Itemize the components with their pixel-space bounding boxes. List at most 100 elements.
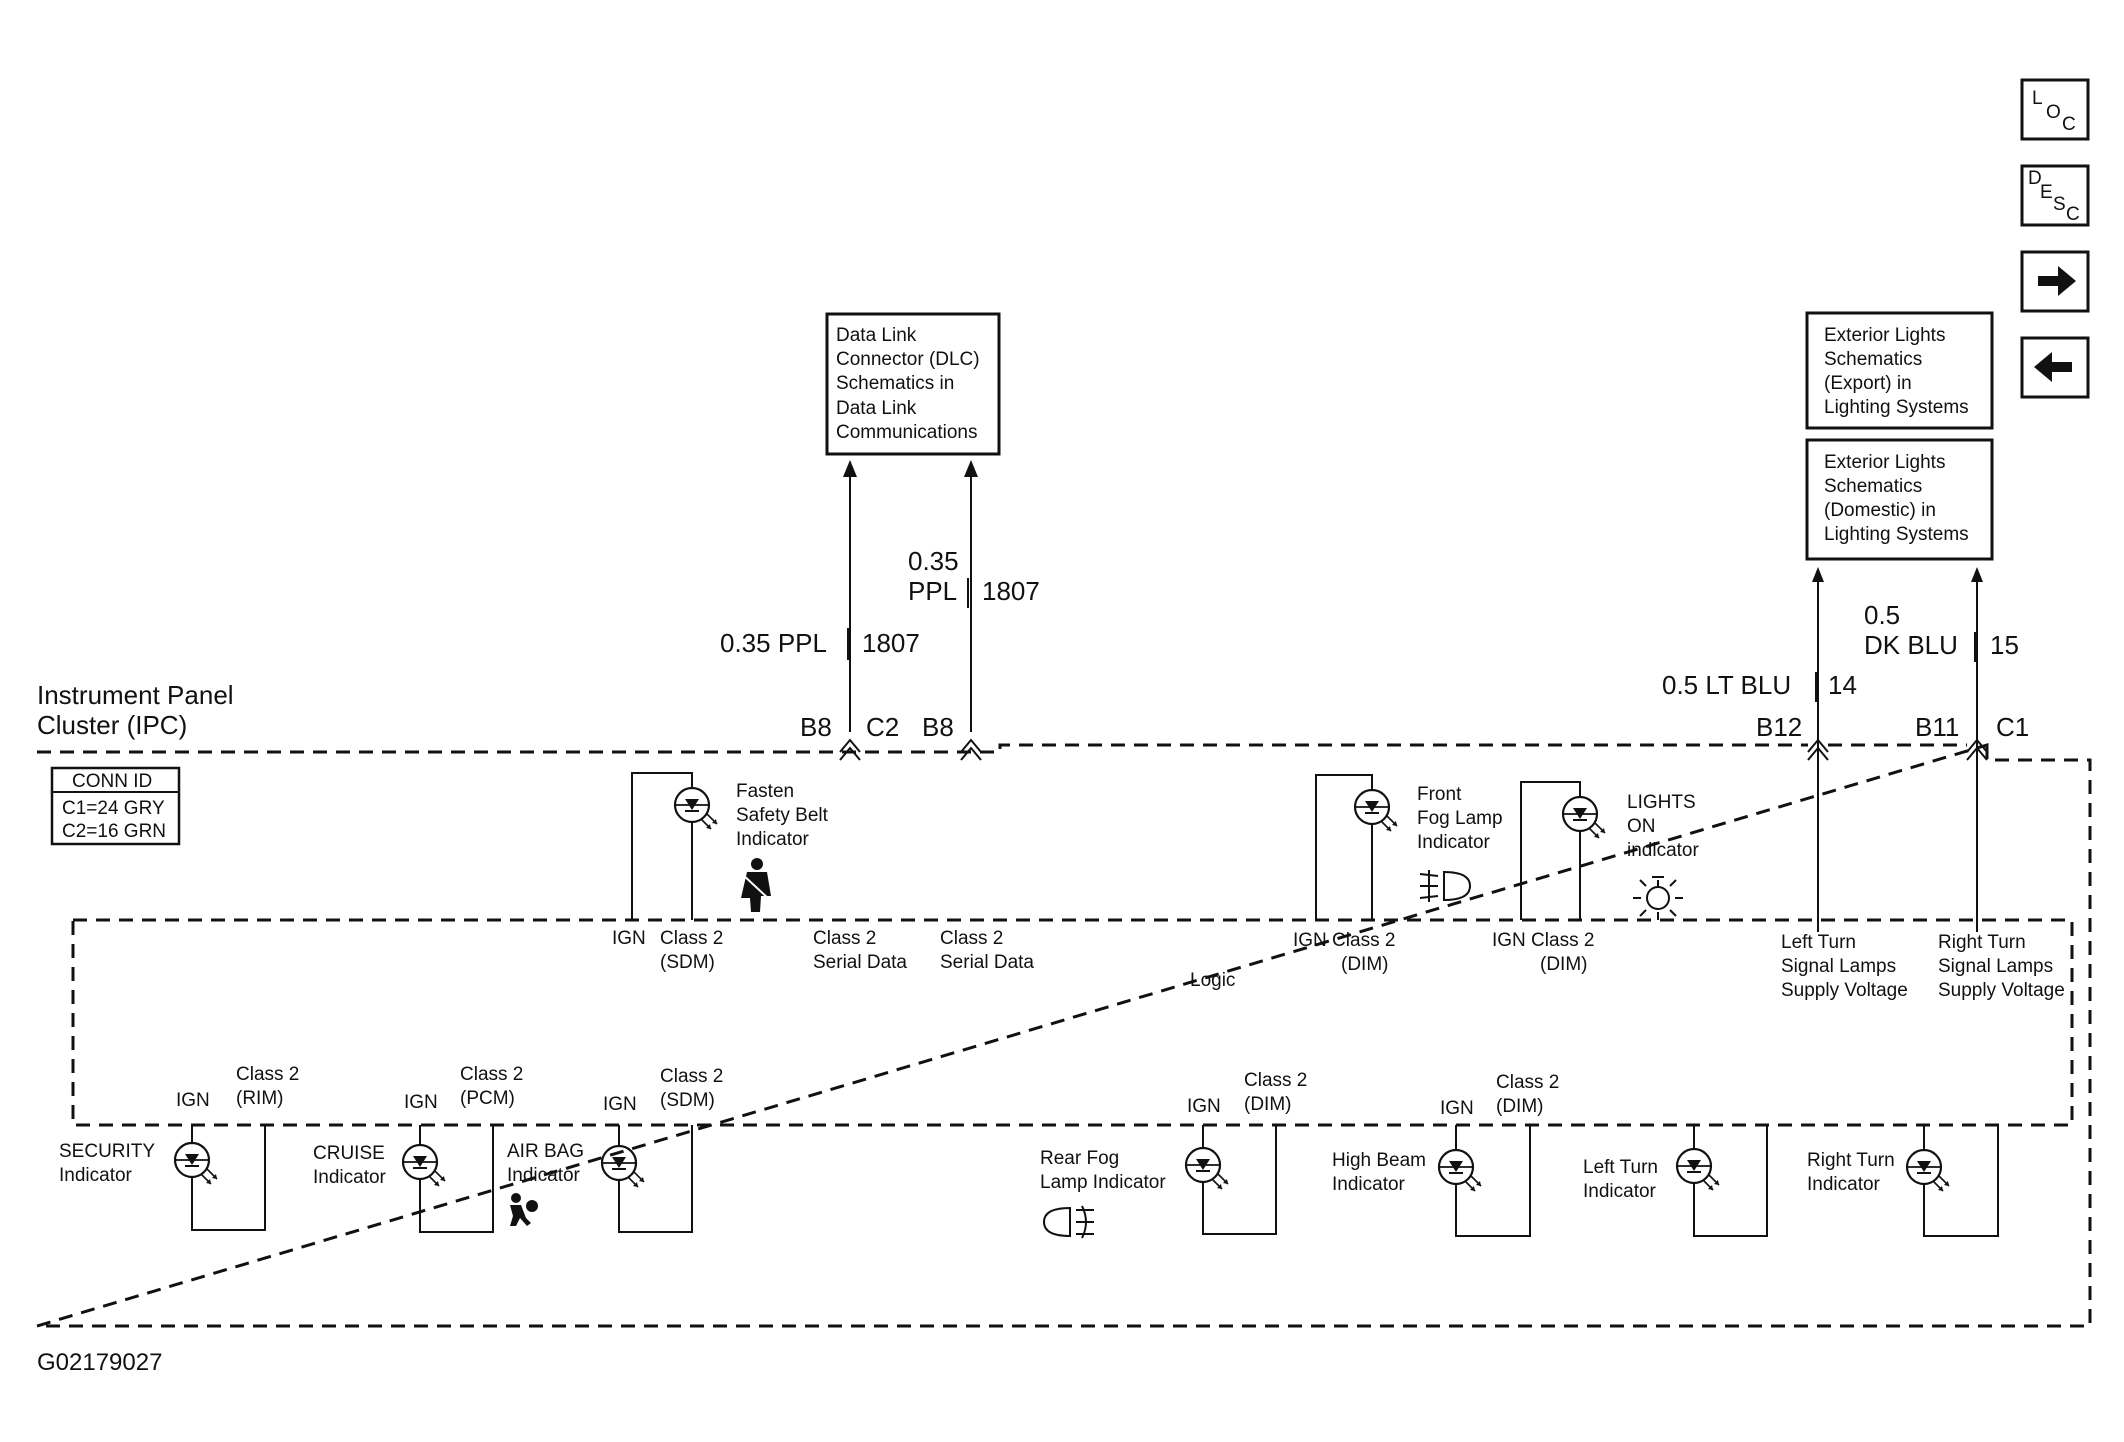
wire-2-gauge-bottom: PPL [908,576,957,606]
loc-letter-2: O [2046,102,2061,123]
dlc-line-2: Connector (DLC) [836,349,980,370]
lower-sdm-1: Class 2 [660,1066,723,1087]
lower-dim2-2: (DIM) [1496,1096,1543,1117]
lights-on-indicator-circuit [1520,781,1581,920]
logic-class2-sdm-2: (SDM) [660,952,715,973]
airbag-label-2: Indicator [507,1165,581,1186]
lower-pcm-2: (PCM) [460,1088,515,1109]
logic-label: Logic [1190,970,1235,991]
seatbelt-label-3: Indicator [736,829,810,850]
dlc-line-3: Schematics in [836,373,954,394]
wire-4-gauge-top: 0.5 [1864,600,1900,630]
wire-1-gauge: 0.35 PPL [720,628,827,658]
right-turn-led-icon [1905,1148,1951,1193]
pin-c1: C1 [1996,712,2029,742]
logic-serial2-1: Class 2 [940,928,1003,949]
lights-on-label-2: ON [1627,816,1656,837]
wire-4-circuit: 15 [1990,630,2019,660]
loc-button[interactable]: L O C [2020,78,2090,141]
dlc-reference-box[interactable]: Data Link Connector (DLC) Schematics in … [825,312,1001,456]
dlc-line-1: Data Link [836,325,917,346]
next-button[interactable] [2020,250,2090,313]
lower-rim-1: Class 2 [236,1064,299,1085]
lower-rim-2: (RIM) [236,1088,283,1109]
ipc-title-line-1: Instrument Panel [37,680,234,710]
cruise-label-1: CRUISE [313,1143,385,1164]
connector-c2-terminals [839,738,982,761]
right-turn-indicator-circuit [1923,1125,1999,1237]
pin-b8-b: B8 [922,712,954,742]
wire-4-gauge-bottom: DK BLU [1864,630,1958,660]
logic-serial1-2: Serial Data [813,952,907,973]
cruise-label-2: Indicator [313,1167,387,1188]
seatbelt-label-1: Fasten [736,781,794,802]
lower-dim1-1: Class 2 [1244,1070,1307,1091]
lower-dim1-2: (DIM) [1244,1094,1291,1115]
security-label-2: Indicator [59,1165,133,1186]
front-fog-lamp-icon [1419,870,1472,902]
front-fog-indicator-circuit [1315,774,1373,920]
desc-letter-3: S [2053,194,2066,215]
lower-pcm-1: Class 2 [460,1064,523,1085]
right-turn-label-2: Indicator [1807,1174,1881,1195]
left-turn-indicator-circuit [1693,1125,1768,1237]
lower-ign-high-beam: IGN [1440,1098,1474,1119]
arrow-right-icon [2038,266,2076,296]
desc-button[interactable]: D E S C [2020,164,2090,227]
cruise-led-icon [401,1143,447,1188]
wire-14 [1812,567,1824,932]
logic-right-turn-2: Signal Lamps [1938,956,2053,977]
wire-1807-b [964,460,978,732]
connector-c1-terminals [1807,738,1988,761]
dlc-line-5: Communications [836,422,978,443]
desc-letter-4: C [2066,204,2080,225]
pin-b11: B11 [1915,712,1959,742]
seatbelt-icon [741,858,771,912]
desc-letter-2: E [2040,182,2053,203]
conn-id-c1: C1=24 GRY [62,798,165,819]
high-beam-label-1: High Beam [1332,1150,1426,1171]
loc-letter-1: L [2032,88,2043,109]
conn-id-box: CONN ID C1=24 GRY C2=16 GRN [50,766,181,846]
front-fog-label-3: Indicator [1417,832,1491,853]
logic-ign-dim2-1: IGN Class 2 [1492,930,1594,951]
logic-left-turn-3: Supply Voltage [1781,980,1908,1001]
front-fog-led-icon [1353,788,1399,833]
ipc-outer-boundary [36,742,2092,1328]
high-beam-label-2: Indicator [1332,1174,1406,1195]
high-beam-indicator-circuit [1455,1125,1531,1237]
cruise-indicator-circuit [419,1125,494,1233]
ext-export-line-4: Lighting Systems [1824,397,1969,418]
conn-id-c2: C2=16 GRN [62,821,166,842]
prev-button[interactable] [2020,336,2090,399]
logic-serial1-1: Class 2 [813,928,876,949]
airbag-indicator-circuit [618,1125,693,1233]
logic-ign-dim1-2: (DIM) [1341,954,1388,975]
dlc-line-4: Data Link [836,398,917,419]
left-turn-label-1: Left Turn [1583,1157,1658,1178]
seatbelt-label-2: Safety Belt [736,805,829,826]
lower-dim2-1: Class 2 [1496,1072,1559,1093]
high-beam-led-icon [1437,1148,1483,1193]
ext-export-line-3: (Export) in [1824,373,1912,394]
exterior-lights-domestic-box[interactable]: Exterior Lights Schematics (Domestic) in… [1805,438,1994,561]
security-label-1: SECURITY [59,1141,155,1162]
logic-ign-1: IGN [612,928,646,949]
ext-export-line-2: Schematics [1824,349,1922,370]
lights-on-label-3: indicator [1627,840,1699,861]
figure-id: G02179027 [37,1349,162,1376]
logic-left-turn-2: Signal Lamps [1781,956,1896,977]
left-turn-led-icon [1675,1147,1721,1192]
ipc-title-line-2: Cluster (IPC) [37,710,187,740]
ext-export-line-1: Exterior Lights [1824,325,1945,346]
left-turn-label-2: Indicator [1583,1181,1657,1202]
lower-ign-rear-fog: IGN [1187,1096,1221,1117]
airbag-icon [510,1193,538,1226]
pin-b8-a: B8 [800,712,832,742]
exterior-lights-export-box[interactable]: Exterior Lights Schematics (Export) in L… [1805,311,1994,430]
light-bulb-icon [1633,876,1683,920]
loc-letter-3: C [2062,114,2076,135]
arrow-left-icon [2034,352,2072,382]
seatbelt-led-icon [673,786,719,831]
wire-2-circuit: 1807 [982,576,1040,606]
